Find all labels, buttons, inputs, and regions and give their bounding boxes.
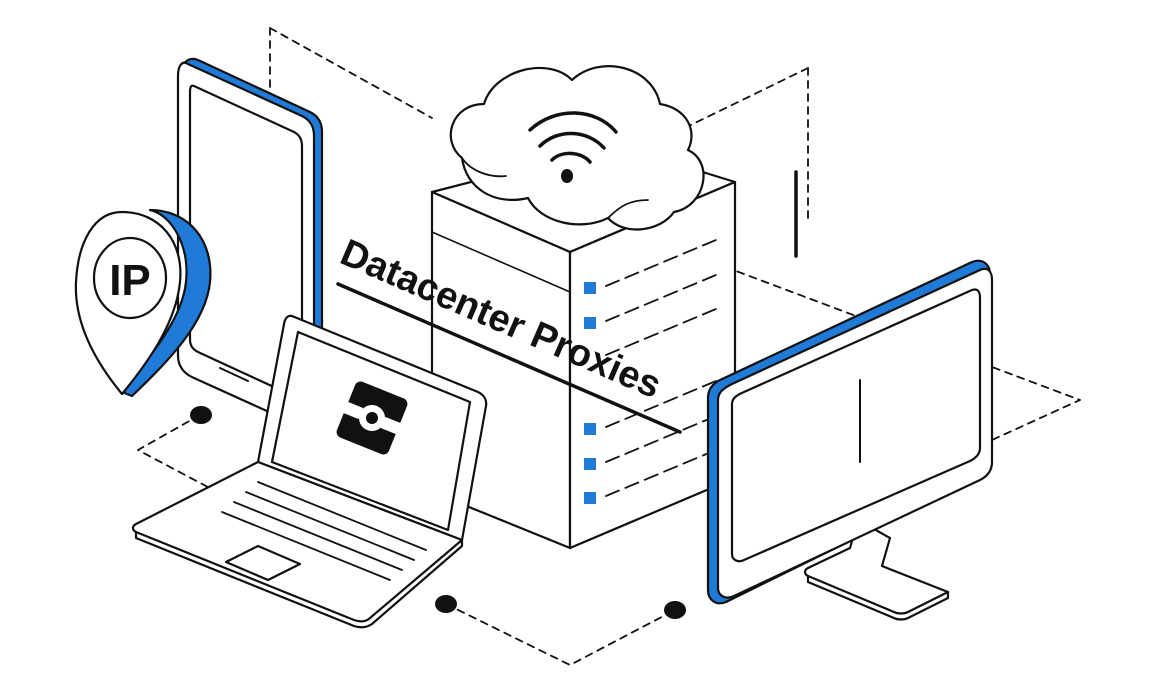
wifi-icon	[528, 111, 618, 164]
proxy-logo-icon	[336, 381, 408, 455]
ip-location-pin-icon	[74, 208, 212, 398]
title-underline	[336, 282, 682, 434]
monitor-device-icon	[706, 259, 994, 621]
ip-label: IP	[109, 256, 151, 305]
server-status-leds	[584, 282, 596, 504]
cloud-wifi-icon	[449, 65, 705, 231]
network-node-dots	[190, 406, 686, 619]
